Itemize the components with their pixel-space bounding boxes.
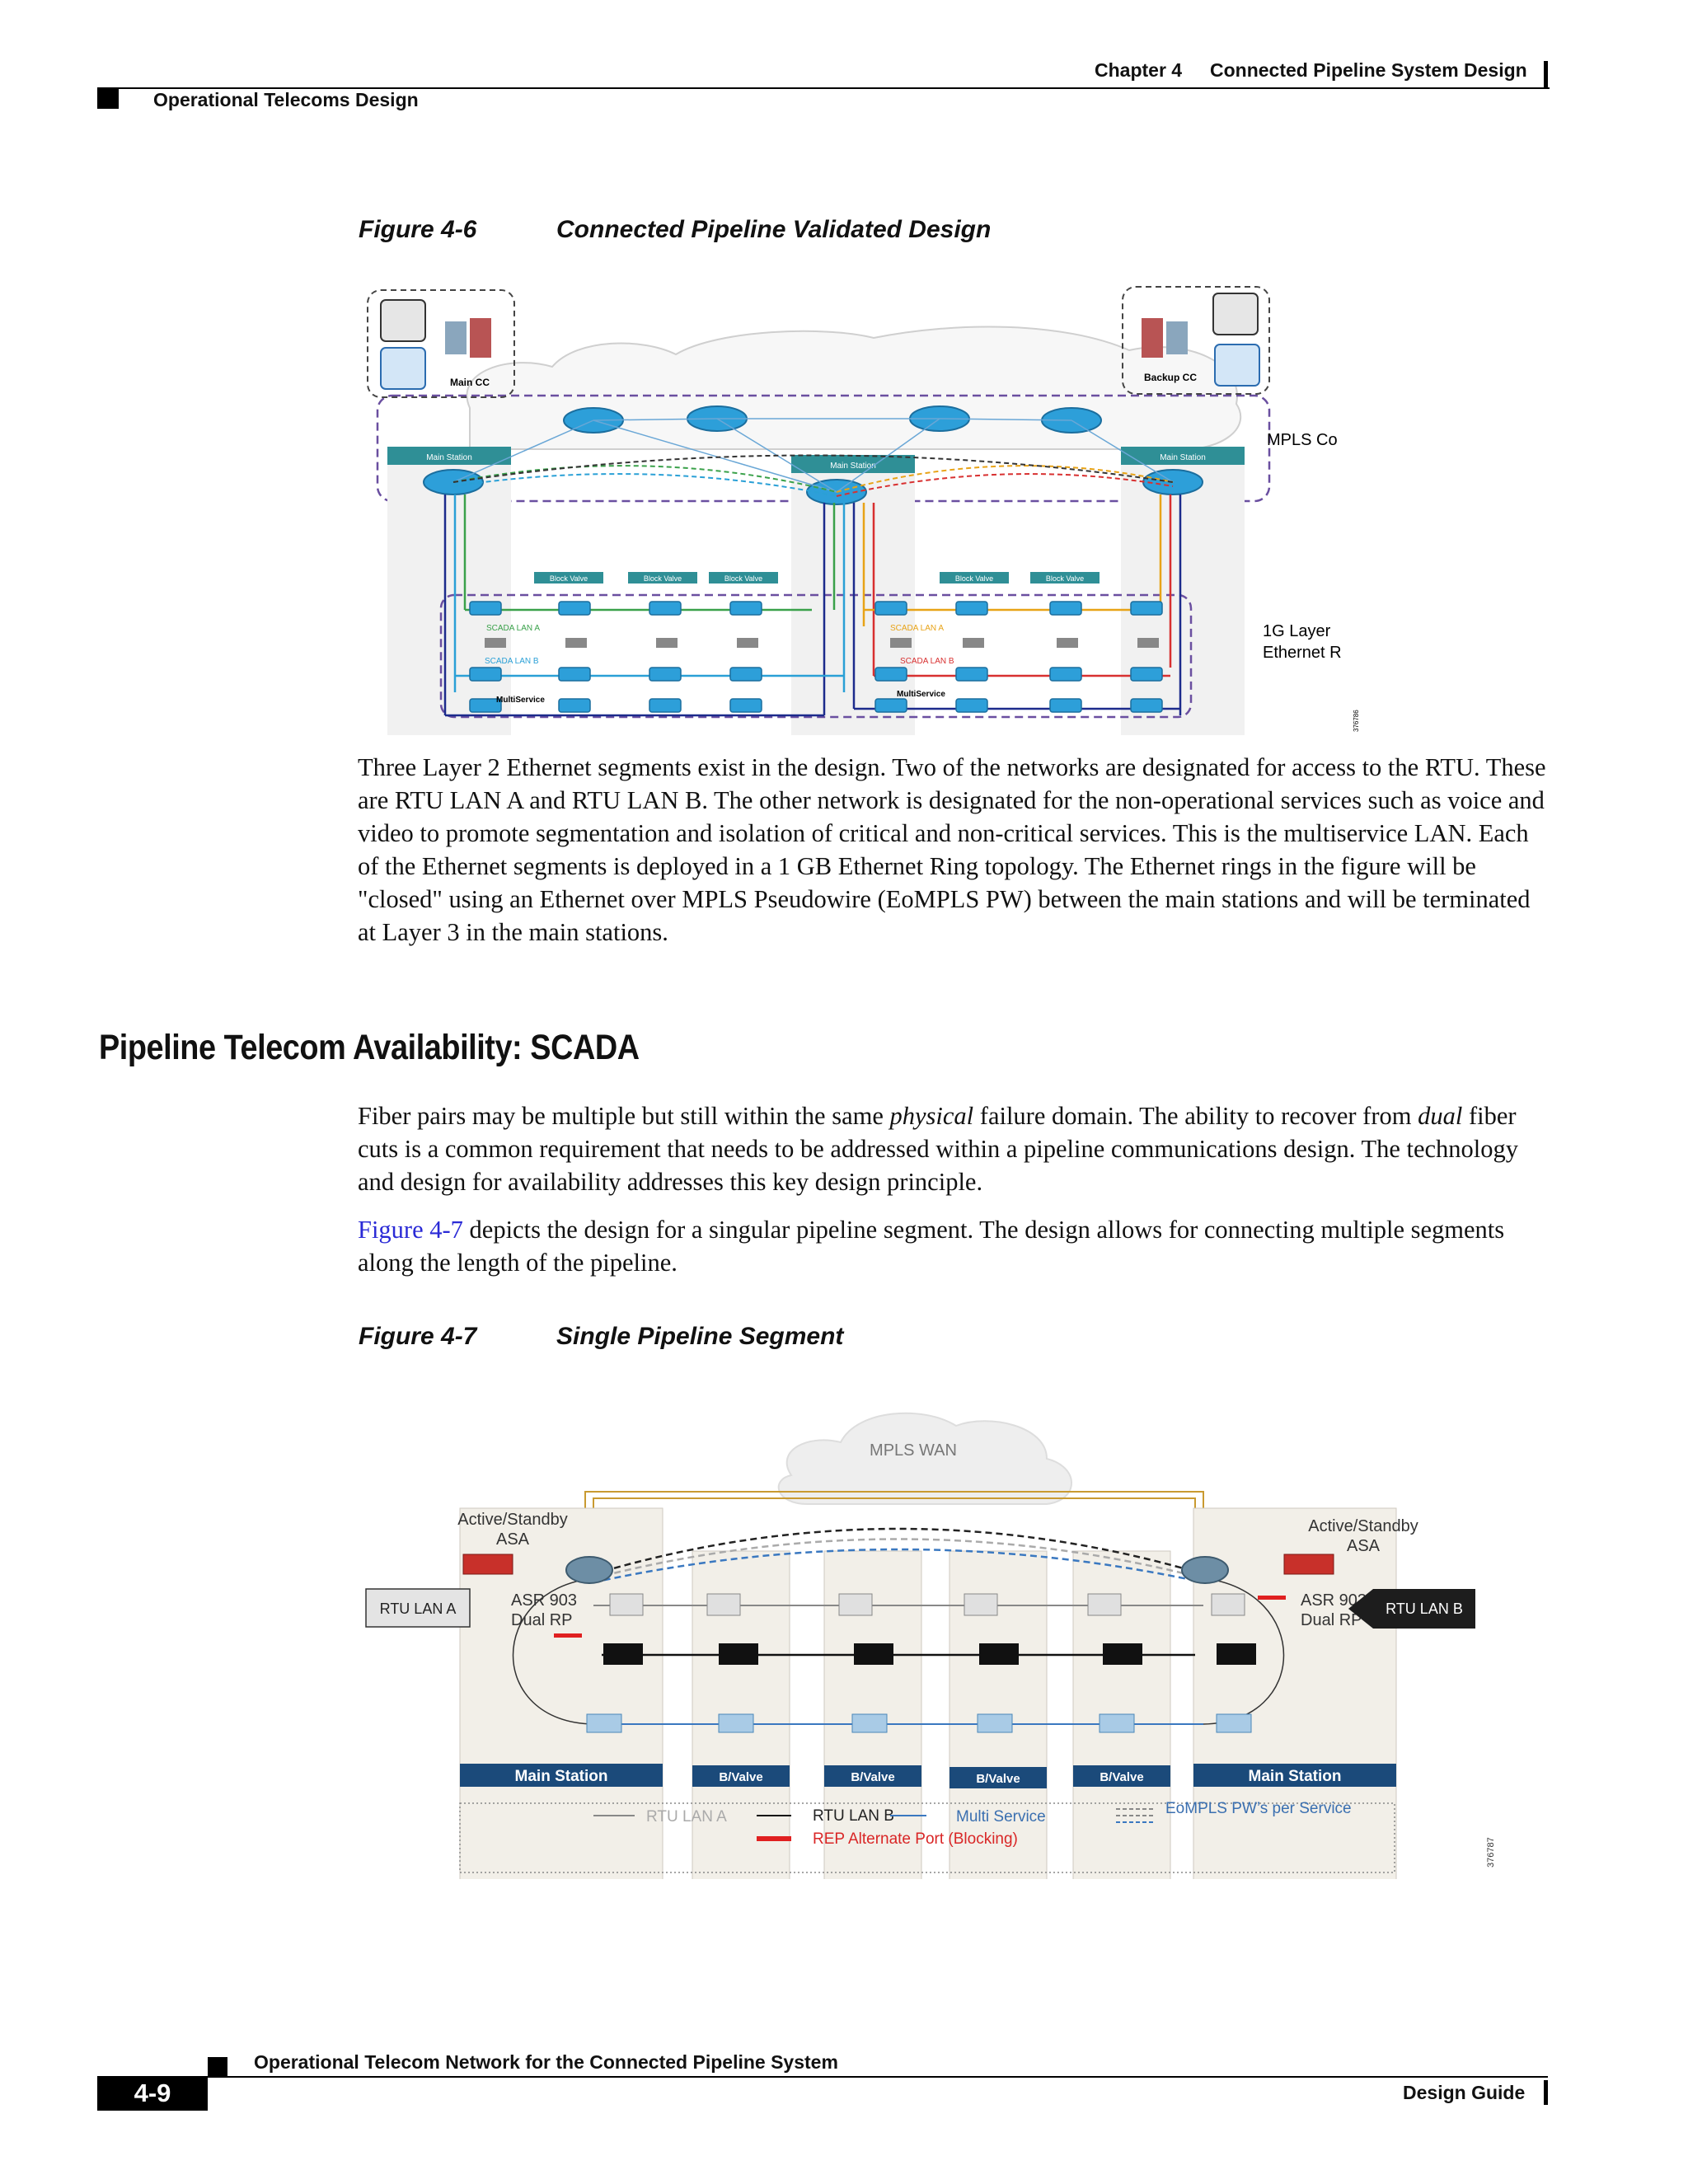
figure-7-diagram: MPLS WAN Active/Standby ASA Ac xyxy=(365,1412,1496,1879)
asr-right-line1: ASR 903 xyxy=(1301,1591,1367,1610)
multiservice-label-2: MultiService xyxy=(897,690,945,699)
mpls-wan-label: MPLS WAN xyxy=(870,1441,957,1460)
legend-rtu-lan-a: RTU LAN A xyxy=(646,1808,727,1825)
legend-rep: REP Alternate Port (Blocking) xyxy=(813,1830,1018,1848)
asr-left-line2: Dual RP xyxy=(511,1611,572,1629)
bvalve-3: B/Valve xyxy=(976,1772,1020,1786)
legend-eompls: EoMPLS PW’s per Service xyxy=(1165,1800,1352,1817)
main-cc-label: Main CC xyxy=(450,377,490,388)
scada-lan-b-label-1: SCADA LAN B xyxy=(485,657,539,666)
main-station-label-2: Main Station xyxy=(830,462,876,471)
section-heading: Pipeline Telecom Availability: SCADA xyxy=(99,1028,640,1067)
scada-lan-a-label-1: SCADA LAN A xyxy=(486,624,540,633)
figure-7-id: 376787 xyxy=(1486,1837,1496,1868)
mpls-core-label: MPLS Co xyxy=(1267,431,1338,449)
page-number-box: 4-9 xyxy=(97,2076,208,2111)
asa-left-line2: ASA xyxy=(496,1530,530,1549)
asa-right-line1: Active/Standby xyxy=(1308,1517,1418,1535)
section-label: Operational Telecoms Design xyxy=(153,89,419,110)
figure-7-number: Figure 4-7 xyxy=(359,1323,477,1350)
block-valve-3: Block Valve xyxy=(724,574,762,583)
header-rule xyxy=(97,87,1550,89)
main-station-left: Main Station xyxy=(515,1768,608,1785)
block-valve-2: Block Valve xyxy=(644,574,682,583)
scada-lan-a-label-2: SCADA LAN A xyxy=(890,624,944,633)
main-station-label-1: Main Station xyxy=(426,453,472,462)
paragraph-figure-reference: Figure 4-7 depicts the design for a sing… xyxy=(358,1216,1505,1277)
ring-label-line2: Ethernet R xyxy=(1263,644,1342,662)
paragraph-fiber-pairs: Fiber pairs may be multiple but still wi… xyxy=(358,1102,1519,1196)
asa-left-line1: Active/Standby xyxy=(457,1511,567,1529)
footer-doc-type: Design Guide xyxy=(1403,2082,1526,2103)
chapter-title: Connected Pipeline System Design xyxy=(1210,59,1527,81)
figure-6-number: Figure 4-6 xyxy=(359,216,477,243)
footer-end-bar xyxy=(1544,2080,1548,2105)
scada-lan-b-label-2: SCADA LAN B xyxy=(900,657,954,666)
main-station-right: Main Station xyxy=(1249,1768,1342,1785)
emphasis-physical: physical xyxy=(889,1102,974,1130)
header-marker xyxy=(97,87,119,109)
figure-6-id: 376786 xyxy=(1353,710,1360,732)
figure-4-7-link[interactable]: Figure 4-7 xyxy=(358,1216,463,1244)
rtu-lan-b-box: RTU LAN B xyxy=(1386,1601,1463,1617)
figure-7-title: Single Pipeline Segment xyxy=(556,1323,844,1350)
legend-rtu-lan-b: RTU LAN B xyxy=(813,1807,894,1825)
bvalve-2: B/Valve xyxy=(851,1770,894,1784)
asr-left-line1: ASR 903 xyxy=(511,1591,577,1610)
footer-doc-title: Operational Telecom Network for the Conn… xyxy=(254,2051,838,2073)
block-valve-5: Block Valve xyxy=(1046,574,1084,583)
bvalve-1: B/Valve xyxy=(719,1770,762,1784)
multiservice-label-1: MultiService xyxy=(496,696,545,705)
backup-cc-label: Backup CC xyxy=(1144,372,1197,383)
asr-right-line2: Dual RP xyxy=(1301,1611,1362,1629)
ring-label-line1: 1G Layer xyxy=(1263,622,1331,640)
chapter-label: Chapter 4 xyxy=(1095,59,1183,81)
footer-rule xyxy=(208,2076,1548,2078)
figure-6-diagram: Main CC Backup CC Main Station Main Stat… xyxy=(367,286,1360,735)
page-number: 4-9 xyxy=(134,2079,171,2107)
header-end-bar xyxy=(1544,61,1548,89)
rtu-lan-a-box: RTU LAN A xyxy=(380,1601,457,1617)
emphasis-dual: dual xyxy=(1418,1102,1463,1130)
asa-right-line2: ASA xyxy=(1347,1537,1381,1555)
paragraph-layer2-segments: Three Layer 2 Ethernet segments exist in… xyxy=(358,753,1546,946)
bvalve-4: B/Valve xyxy=(1100,1770,1143,1784)
block-valve-4: Block Valve xyxy=(955,574,993,583)
legend-multi-service: Multi Service xyxy=(956,1808,1046,1825)
main-station-label-3: Main Station xyxy=(1160,453,1206,462)
block-valve-1: Block Valve xyxy=(550,574,588,583)
figure-6-title: Connected Pipeline Validated Design xyxy=(556,216,992,243)
footer-marker xyxy=(208,2057,227,2077)
